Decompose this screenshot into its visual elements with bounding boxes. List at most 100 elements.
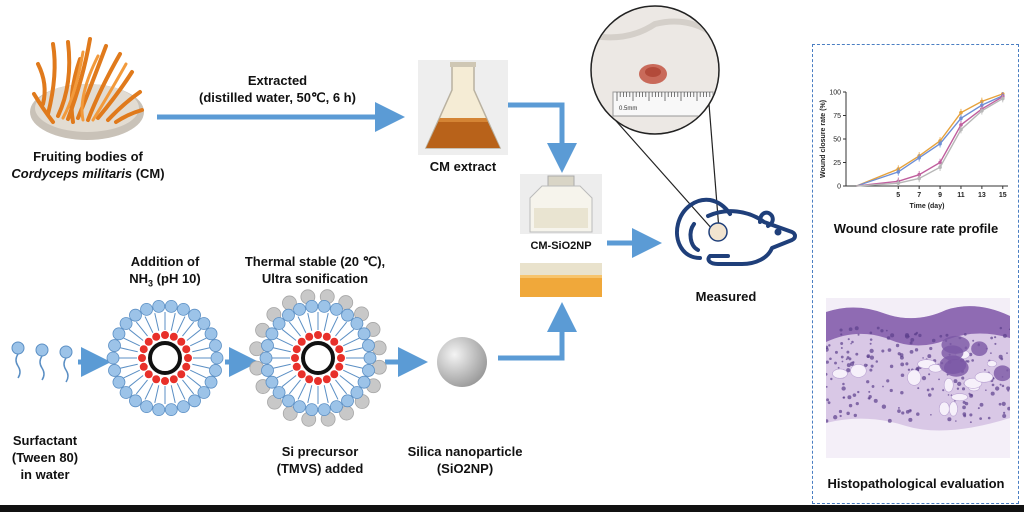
vacuole <box>974 371 994 383</box>
nucleus-dot <box>897 409 901 413</box>
surfactant-tail <box>345 347 363 353</box>
nucleus-dot <box>984 368 986 371</box>
nucleus-dot <box>1006 386 1010 391</box>
inner-bead <box>305 375 314 384</box>
inner-bead <box>297 337 306 346</box>
surfactant-tail <box>192 347 210 353</box>
surfactant-head <box>209 339 222 352</box>
surfactant-head <box>330 400 343 414</box>
micelle-diagram <box>106 299 224 417</box>
data-point <box>959 127 963 132</box>
surfactant-head <box>357 375 371 389</box>
surfactant-head <box>119 317 133 330</box>
surfactant-tail <box>144 316 154 333</box>
nucleus-dot <box>846 368 851 373</box>
data-point <box>896 181 901 185</box>
nucleus-dot <box>841 360 844 363</box>
surfactant-tail <box>120 363 138 369</box>
nucleus-dot <box>913 333 916 336</box>
nucleus-dot <box>939 334 943 338</box>
nucleus-dot <box>871 385 875 388</box>
x-tick-label: 11 <box>957 192 965 199</box>
nucleus-dot <box>963 332 967 336</box>
y-tick-label: 100 <box>829 90 841 97</box>
nucleus-dot <box>866 380 870 384</box>
gland-cluster <box>939 355 967 375</box>
ruler-text: 0.5mm <box>619 106 637 112</box>
nucleus-dot <box>931 338 936 343</box>
nucleus-dot <box>827 401 831 405</box>
data-point <box>938 141 942 146</box>
inner-bead <box>292 345 301 354</box>
surfactant-tail <box>120 347 138 353</box>
surfactant-head <box>350 317 364 330</box>
surfactant-head <box>293 302 306 316</box>
nucleus-dot <box>887 418 892 423</box>
surfactant-tail <box>135 321 148 337</box>
surfactant-tail <box>170 385 176 403</box>
surfactant-head <box>362 339 375 352</box>
surfactant-tail <box>281 328 297 341</box>
cm-label-line1: Fruiting bodies of <box>33 149 143 164</box>
data-point <box>980 109 984 113</box>
nucleus-dot <box>890 333 895 338</box>
nucleus-dot <box>869 331 873 335</box>
surfactant-line3: in water <box>20 467 70 482</box>
nucleus-dot <box>857 390 860 394</box>
inner-bead <box>144 337 153 346</box>
precursor-label: Si precursor (TMVS) added <box>255 443 385 477</box>
nucleus-dot <box>910 337 915 342</box>
surfactant-head <box>129 308 142 322</box>
nucleus-dot <box>889 388 893 393</box>
nucleus-dot <box>961 387 966 391</box>
surfactant-tail <box>329 316 339 333</box>
surfactant-tail <box>297 316 307 333</box>
surfactant-line1: Surfactant <box>12 433 78 448</box>
extract-to-product-arrow <box>508 102 577 173</box>
nucleus-dot <box>1003 411 1006 414</box>
nanoparticle-sphere <box>437 337 487 387</box>
nucleus-dot <box>834 361 837 365</box>
gland-cluster <box>993 365 1010 382</box>
nucleus-dot <box>928 373 931 376</box>
nucleus-dot <box>917 387 920 390</box>
surfactant-tail <box>182 379 195 395</box>
nanoparticle-to-product-arrow <box>498 302 577 361</box>
extract-step-line2: (distilled water, 50℃, 6 h) <box>199 90 356 105</box>
surfactant-tail <box>135 379 148 395</box>
surfactant-tail <box>335 379 348 395</box>
surfactant-tail <box>128 375 144 388</box>
cordyceps-image <box>30 37 144 140</box>
nucleus-dot <box>847 338 850 341</box>
data-point <box>896 170 901 174</box>
nucleus-dot <box>855 352 859 356</box>
nucleus-dot <box>969 421 972 424</box>
nucleus-dot <box>840 342 844 345</box>
surfactant-tail <box>323 385 329 403</box>
nucleus-dot <box>964 401 969 406</box>
nucleus-dot <box>882 385 884 388</box>
extract-label: CM extract <box>429 159 497 174</box>
nucleus-dot <box>886 379 890 383</box>
surfactant-head <box>152 403 166 417</box>
data-point <box>980 99 984 104</box>
thermal-line2: Ultra sonification <box>261 271 369 286</box>
nucleus-dot <box>930 413 932 416</box>
surfactant-tail <box>190 337 207 347</box>
histo-top-space <box>826 298 1010 319</box>
nucleus-dot <box>895 343 900 348</box>
inner-bead <box>161 331 169 339</box>
vacuole <box>850 363 867 378</box>
surfactant-head <box>317 403 331 417</box>
cm-abbrev: (CM) <box>132 166 165 181</box>
cm-species-name: Cordyceps militaris <box>11 166 133 181</box>
inner-bead <box>169 375 178 384</box>
surfactant-head <box>330 302 343 316</box>
surfactant-tail <box>276 337 293 347</box>
nucleus-dot <box>962 412 967 416</box>
nucleus-dot <box>869 355 875 360</box>
surfactant-tail <box>345 363 363 369</box>
nucleus-dot <box>826 398 829 402</box>
chart-caption: Wound closure rate profile <box>833 221 999 236</box>
